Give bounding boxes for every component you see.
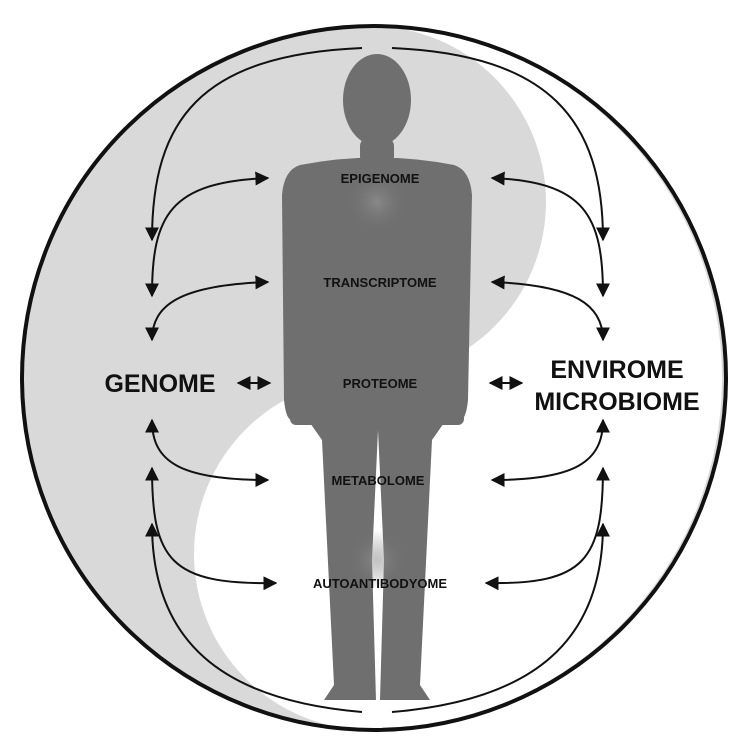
epigenome-label: EPIGENOME xyxy=(341,171,420,186)
genome-label: GENOME xyxy=(104,370,215,398)
proteome-label: PROTEOME xyxy=(343,376,418,391)
envirome-label: ENVIROME xyxy=(550,356,683,384)
transcriptome-label: TRANSCRIPTOME xyxy=(323,275,436,290)
metabolome-label: METABOLOME xyxy=(332,473,425,488)
microbiome-label: MICROBIOME xyxy=(534,388,699,416)
autoantibodyome-label: AUTOANTIBODYOME xyxy=(313,576,447,591)
